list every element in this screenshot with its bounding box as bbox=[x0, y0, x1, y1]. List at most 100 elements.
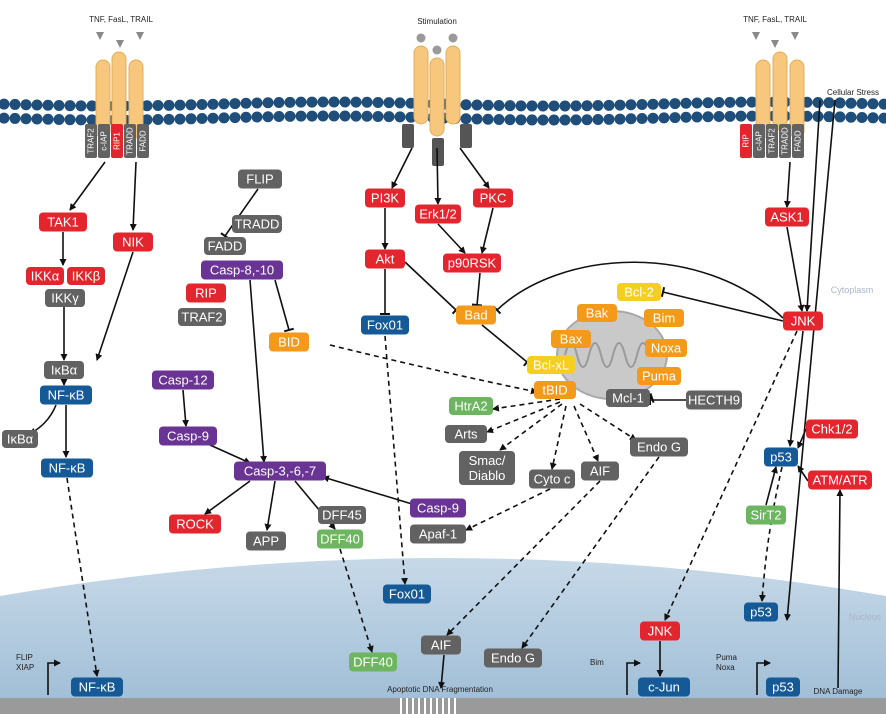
node-label-ikkb: IKKβ bbox=[72, 269, 100, 284]
cytoplasm-label: Cytoplasm bbox=[831, 285, 874, 295]
node-chk12: Chk1/2 bbox=[806, 419, 858, 439]
gene-xiap-label: XIAP bbox=[16, 663, 34, 672]
node-label-ikkg: IKKγ bbox=[51, 291, 79, 306]
node-nfkb3: NF-κB bbox=[71, 677, 123, 697]
node-label-erk12: Erk1/2 bbox=[419, 207, 457, 222]
node-label-smac: Smac/ bbox=[469, 453, 506, 468]
node-apaf1: Apaf-1 bbox=[410, 524, 466, 544]
node-label-cytoc: Cyto c bbox=[534, 472, 571, 487]
node-label-casp367: Casp-3,-6,-7 bbox=[244, 464, 316, 479]
node-label-mcl1: Mcl-1 bbox=[612, 391, 644, 406]
node-tbid: tBID bbox=[534, 381, 576, 399]
node-label-aif1: AIF bbox=[590, 464, 610, 479]
node-label-dff40b: DFF40 bbox=[353, 655, 393, 670]
node-bax: Bax bbox=[551, 330, 591, 348]
node-dff40b: DFF40 bbox=[349, 652, 397, 672]
node-label-bax: Bax bbox=[560, 332, 583, 347]
node-label-puma: Puma bbox=[642, 369, 677, 384]
node-jnk2: JNK bbox=[640, 621, 680, 641]
svg-text:TRADD: TRADD bbox=[781, 127, 790, 155]
node-label-fox01a: Fox01 bbox=[367, 318, 403, 333]
node-label-tradd: TRADD bbox=[235, 217, 280, 232]
node-bad: Bad bbox=[456, 305, 496, 325]
node-bid: BID bbox=[269, 332, 309, 352]
node-jnk1: JNK bbox=[783, 311, 823, 331]
dna-fragments bbox=[400, 698, 456, 714]
adapter-tradd-left: TRADD bbox=[124, 124, 136, 158]
node-label-bclxl: Bcl-xL bbox=[533, 358, 569, 373]
node-label-ikba1: IκBα bbox=[51, 363, 78, 378]
node-arts: Arts bbox=[445, 425, 487, 443]
node-casp9a: Casp-9 bbox=[159, 426, 217, 446]
node-cytoc: Cyto c bbox=[529, 469, 575, 489]
node-label-arts: Arts bbox=[454, 427, 478, 442]
svg-text:TRAF2: TRAF2 bbox=[768, 128, 777, 154]
node-fadd: FADD bbox=[204, 237, 246, 255]
node-nfkb2: NF-κB bbox=[41, 458, 93, 478]
svg-text:c-IAP: c-IAP bbox=[100, 131, 109, 151]
node-rip: RIP bbox=[186, 283, 226, 303]
node-label-nik: NIK bbox=[122, 235, 144, 250]
node-label-rip: RIP bbox=[195, 286, 217, 301]
node-p53b: p53 bbox=[744, 602, 778, 622]
node-label-jnk1: JNK bbox=[791, 314, 816, 329]
node-label-nfkb2: NF-κB bbox=[49, 461, 86, 476]
node-label-akt: Akt bbox=[376, 252, 395, 267]
node-ikba1: IκBα bbox=[44, 361, 84, 379]
node-label-bad: Bad bbox=[464, 308, 487, 323]
adapter-fadd-left: FADD bbox=[137, 124, 149, 158]
node-label-bim: Bim bbox=[653, 311, 675, 326]
pathway-edges bbox=[29, 99, 844, 695]
ligand-center-label: Stimulation bbox=[417, 17, 457, 26]
node-label-p53b: p53 bbox=[750, 605, 772, 620]
node-label-casp9a: Casp-9 bbox=[167, 429, 209, 444]
node-nik: NIK bbox=[113, 232, 153, 252]
node-label-chk12: Chk1/2 bbox=[811, 422, 852, 437]
node-label-p53a: p53 bbox=[770, 450, 792, 465]
node-dff45: DFF45 bbox=[318, 506, 366, 524]
node-label-ikba2: IκBα bbox=[7, 432, 34, 447]
node-label-htra2: HtrA2 bbox=[454, 399, 487, 414]
node-label-fadd: FADD bbox=[208, 239, 243, 254]
node-ikkb: IKKβ bbox=[67, 267, 105, 285]
node-label-pkc: PKC bbox=[480, 191, 507, 206]
node-label-p53c: p53 bbox=[772, 680, 794, 695]
node-ikkg: IKKγ bbox=[45, 289, 85, 307]
node-label-sirt2: SirT2 bbox=[750, 508, 781, 523]
node-label-diablo: Diablo bbox=[469, 468, 506, 483]
node-label-fox01b: Fox01 bbox=[389, 587, 425, 602]
adapter-fadd-right: FADD bbox=[792, 124, 804, 158]
node-pkc: PKC bbox=[473, 188, 513, 208]
node-label-app: APP bbox=[253, 534, 279, 549]
node-label-rock: ROCK bbox=[176, 517, 214, 532]
svg-text:FADD: FADD bbox=[139, 130, 148, 152]
adapter-rip-right: RIP bbox=[740, 124, 752, 158]
svg-text:TRAF2: TRAF2 bbox=[87, 128, 96, 154]
node-endog1: Endo G bbox=[630, 437, 688, 457]
node-endog2: Endo G bbox=[484, 648, 542, 668]
node-label-traf2: TRAF2 bbox=[181, 310, 222, 325]
svg-text:RIP1: RIP1 bbox=[113, 132, 122, 150]
dna-damage-label: DNA Damage bbox=[814, 687, 863, 696]
node-nfkb1: NF-κB bbox=[40, 385, 92, 405]
node-aif2: AIF bbox=[421, 635, 461, 655]
gene-noxa-label: Noxa bbox=[716, 663, 735, 672]
node-app: APP bbox=[246, 531, 286, 551]
node-label-p90rsk: p90RSK bbox=[448, 256, 497, 271]
node-p53c: p53 bbox=[766, 677, 800, 697]
adapter-c-iap-left: c-IAP bbox=[98, 124, 110, 158]
svg-text:RIP: RIP bbox=[742, 134, 751, 147]
node-dff40a: DFF40 bbox=[317, 529, 363, 549]
cellular-stress-label: Cellular Stress bbox=[827, 88, 879, 97]
node-traf2: TRAF2 bbox=[178, 308, 226, 326]
labels: TNF, FasL, TRAIL Stimulation TNF, FasL, … bbox=[16, 15, 882, 696]
node-label-tak1: TAK1 bbox=[47, 215, 79, 230]
node-label-endog2: Endo G bbox=[491, 651, 535, 666]
svg-text:TRADD: TRADD bbox=[126, 127, 135, 155]
node-bcl2: Bcl-2 bbox=[617, 283, 661, 301]
node-label-cjun: c-Jun bbox=[648, 680, 680, 695]
node-label-atmatr: ATM/ATR bbox=[812, 473, 867, 488]
dna-fragmentation-label: Apoptotic DNA Fragmentation bbox=[387, 685, 493, 694]
